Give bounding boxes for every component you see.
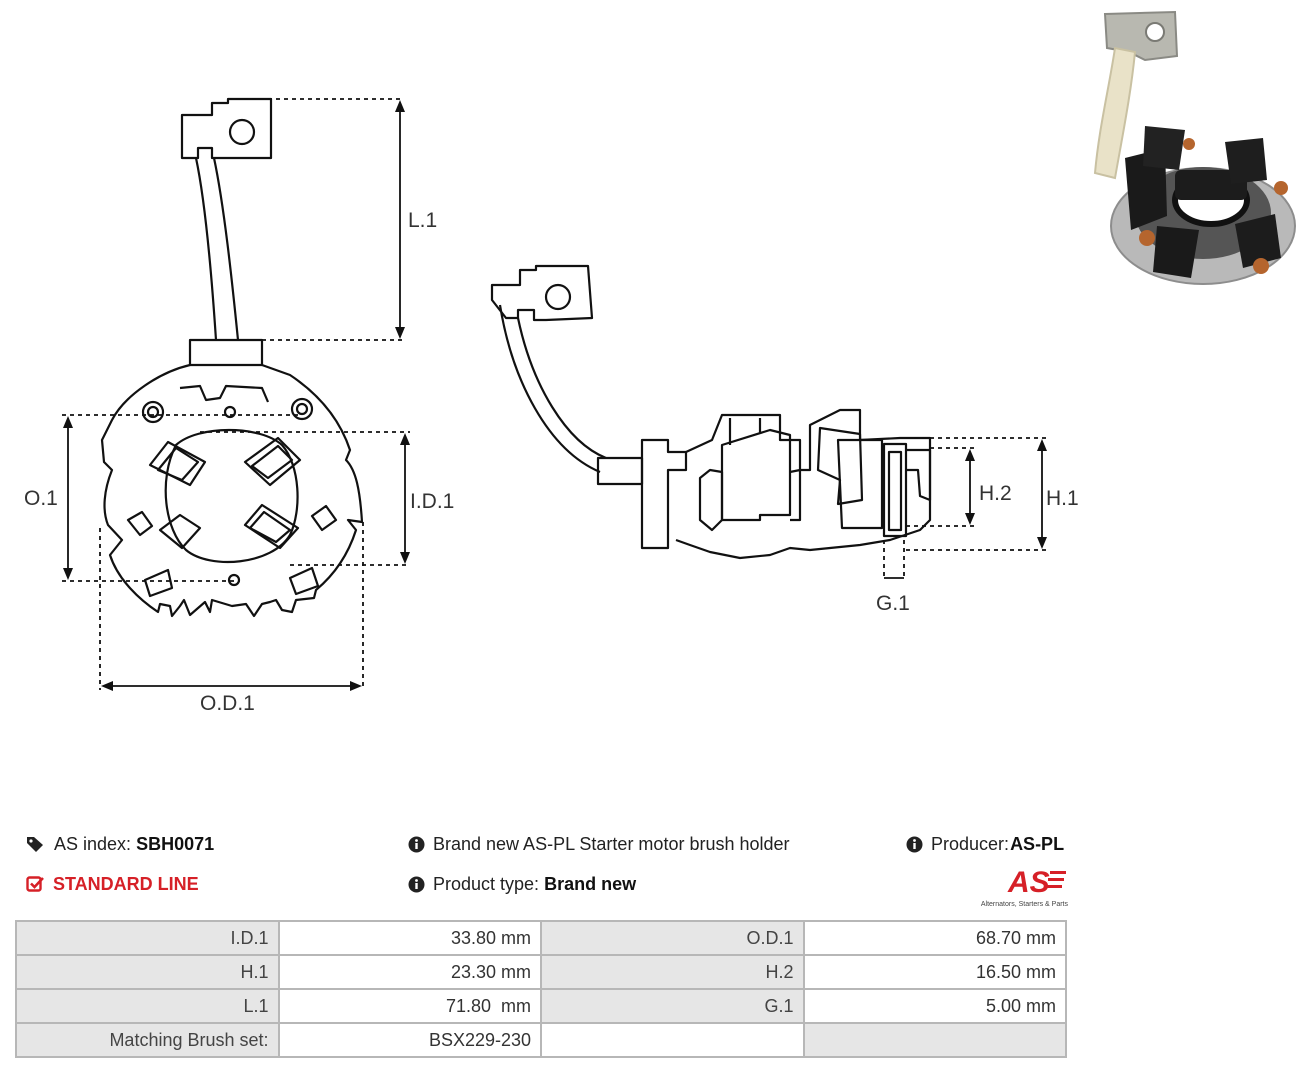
table-row: Matching Brush set: BSX229-230 [15,1022,1068,1058]
spec-label: O.D.1 [540,920,805,956]
product-type-label: Product type: [433,874,540,894]
spec-label: H.1 [15,954,280,990]
spec-label: H.2 [540,954,805,990]
dim-label-id1: I.D.1 [410,490,454,513]
as-index: AS index: SBH0071 [26,833,214,855]
spec-value: 23.30 mm [277,954,543,990]
dim-label-o1: O.1 [24,487,58,510]
table-row: H.1 23.30 mm H.2 16.50 mm [15,954,1068,990]
spec-label [540,1022,805,1058]
dim-label-h1: H.1 [1046,487,1079,510]
standard-line: STANDARD LINE [26,873,199,895]
spec-value: 33.80 mm [277,920,543,956]
description: Brand new AS-PL Starter motor brush hold… [408,833,790,855]
product-photo [1093,10,1296,285]
spec-value: BSX229-230 [277,1022,543,1058]
tags-icon [27,837,43,852]
product-type: Product type: Brand new [408,873,636,895]
producer-value: AS-PL [1010,834,1065,854]
product-type-value: Brand new [544,874,637,894]
checkbox-icon [26,876,44,892]
dim-label-h2: H.2 [979,482,1012,505]
logo-mark: AS [1007,866,1066,899]
description-text: Brand new AS-PL Starter motor brush hold… [433,834,790,854]
brush-holder-front [100,338,364,618]
specs-table: I.D.1 33.80 mm O.D.1 68.70 mm H.1 23.30 … [15,920,1068,1058]
spec-value: 16.50 mm [802,954,1068,990]
dim-label-l1: L.1 [408,209,437,232]
producer-label: Producer: [931,834,1010,854]
as-index-label: AS index: [54,834,132,854]
spec-value: 71.80 mm [277,988,543,1024]
logo-tagline: Alternators, Starters & Parts [980,901,1068,908]
dim-label-g1: G.1 [876,592,910,615]
spec-label: L.1 [15,988,280,1024]
as-index-value: SBH0071 [136,834,215,854]
terminal-front [180,97,273,341]
table-row: I.D.1 33.80 mm O.D.1 68.70 mm [15,920,1068,956]
brush-holder-side [490,264,932,560]
table-row: L.1 71.80 mm G.1 5.00 mm [15,988,1068,1024]
spec-label: I.D.1 [15,920,280,956]
spec-value: 68.70 mm [802,920,1068,956]
spec-value [802,1022,1068,1058]
info-icon [408,836,425,853]
spec-label: G.1 [540,988,805,1024]
standard-line-label: STANDARD LINE [53,874,199,894]
dim-label-od1: O.D.1 [200,692,255,715]
info-icon [408,876,425,893]
spec-label: Matching Brush set: [15,1022,280,1058]
spec-value: 5.00 mm [802,988,1068,1024]
svg-text:AS: AS [1007,866,1050,896]
info-icon [906,836,923,853]
technical-drawing: L.1 O.1 I.D.1 O.D.1 H.2 H.1 G.1 [24,97,1079,715]
producer: Producer: AS-PL [906,833,1064,855]
as-pl-logo: AS Alternators, Starters & Parts [966,866,1068,908]
